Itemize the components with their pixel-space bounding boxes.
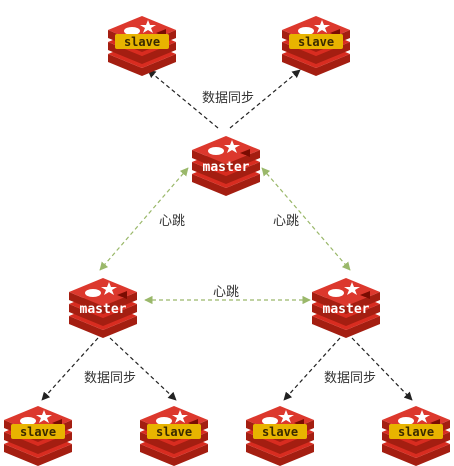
heartbeat-label-middle: 心跳 [213, 285, 239, 300]
master-node-right: master [312, 278, 380, 338]
slave-label: slave [398, 425, 434, 439]
slave-label: slave [124, 35, 160, 49]
slave-label: slave [20, 425, 56, 439]
heartbeat-edge-left [99, 167, 189, 271]
sync-label-bottom-left: 数据同步 [84, 371, 136, 386]
sync-label-bottom-right: 数据同步 [324, 371, 376, 386]
sync-label-top: 数据同步 [202, 91, 254, 106]
master-node-top: master [192, 136, 260, 196]
slave-node-top-left: slave [108, 16, 176, 76]
master-label: master [323, 302, 370, 317]
slave-node-bottom-2: slave [140, 406, 208, 466]
slave-label: slave [156, 425, 192, 439]
master-label: master [203, 160, 250, 175]
sync-edge-top-left [147, 69, 219, 129]
sync-edge-br-1 [283, 337, 341, 401]
heartbeat-label-right: 心跳 [273, 214, 299, 229]
heartbeat-edge-right [261, 167, 351, 271]
slave-label: slave [262, 425, 298, 439]
sync-edge-br-2 [351, 337, 413, 401]
slave-node-bottom-3: slave [246, 406, 314, 466]
sync-edge-bl-1 [41, 337, 99, 401]
slave-node-bottom-4: slave [382, 406, 450, 466]
slave-node-top-right: slave [282, 16, 350, 76]
sync-edge-top-right [229, 69, 301, 129]
master-node-left: master [69, 278, 137, 338]
heartbeat-label-left: 心跳 [159, 214, 185, 229]
sync-edge-bl-2 [109, 337, 177, 401]
master-label: master [80, 302, 127, 317]
slave-node-bottom-1: slave [4, 406, 72, 466]
slave-label: slave [298, 35, 334, 49]
